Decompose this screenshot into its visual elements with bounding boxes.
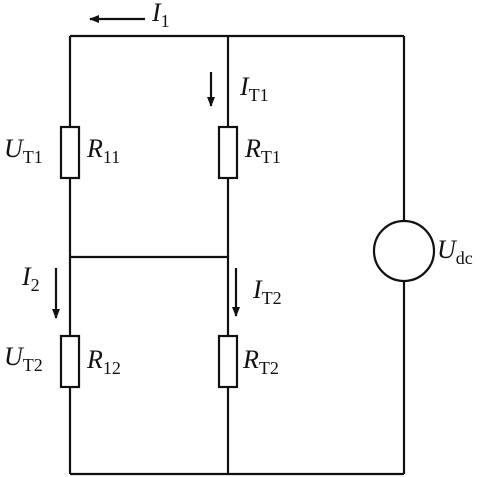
resistor-rt2 [217, 334, 239, 389]
label-i1-main: I [151, 0, 162, 27]
label-i1: I1 [151, 0, 170, 31]
label-r11: R11 [86, 134, 120, 167]
resistor-r12 [59, 334, 81, 389]
label-rt2-sub: T2 [259, 358, 279, 378]
label-i2-main: I [21, 262, 32, 291]
label-ut2-main: U [4, 342, 25, 371]
label-ut2: UT2 [4, 342, 43, 375]
label-rt1-sub: T1 [261, 147, 281, 167]
label-r11-main: R [86, 134, 103, 163]
label-ut1-sub: T1 [23, 147, 43, 167]
label-i2-sub: 2 [31, 275, 40, 295]
label-i1-sub: 1 [161, 11, 170, 31]
label-i2: I2 [21, 262, 40, 295]
label-it1: IT1 [239, 72, 269, 105]
label-ut1-main: U [4, 134, 25, 163]
label-r12-sub: 12 [103, 358, 121, 378]
label-rt1-main: R [244, 134, 261, 163]
label-r12: R12 [86, 345, 121, 378]
label-it1-sub: T1 [249, 85, 269, 105]
label-ut1: UT1 [4, 134, 43, 167]
resistor-rt1 [217, 125, 239, 180]
label-rt2-main: R [242, 345, 259, 374]
label-udc-main: U [437, 235, 458, 264]
label-udc: Udc [437, 235, 473, 268]
label-udc-sub: dc [456, 248, 473, 268]
label-it2-main: I [252, 275, 263, 304]
label-r11-sub: 11 [103, 147, 120, 167]
voltage-source-udc [372, 219, 436, 283]
wires [68, 34, 406, 476]
label-rt2: RT2 [242, 345, 279, 378]
label-it1-main: I [239, 72, 250, 101]
label-it2: IT2 [252, 275, 282, 308]
label-r12-main: R [86, 345, 103, 374]
label-rt1: RT1 [244, 134, 281, 167]
label-ut2-sub: T2 [23, 355, 43, 375]
label-it2-sub: T2 [262, 288, 282, 308]
resistor-r11 [59, 125, 81, 180]
